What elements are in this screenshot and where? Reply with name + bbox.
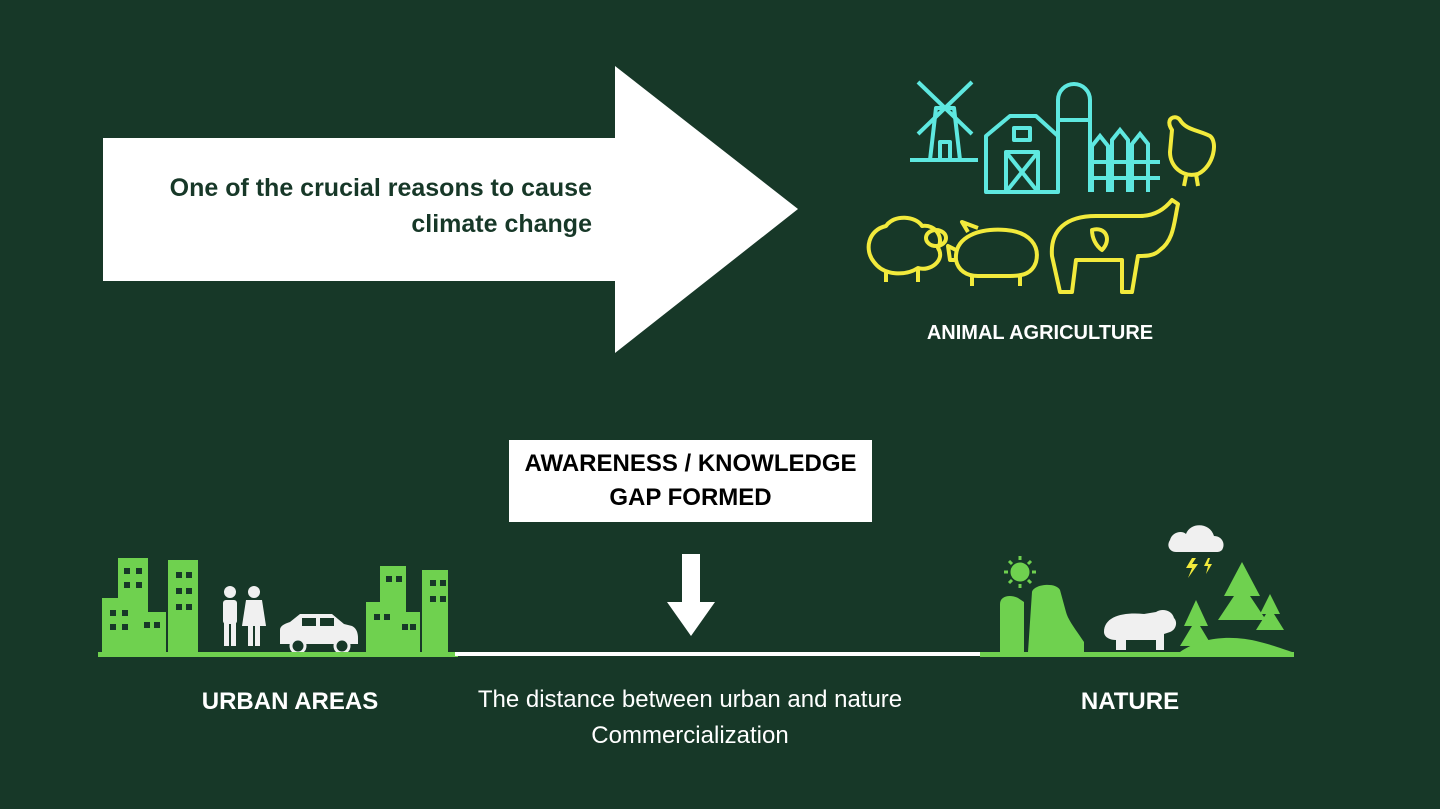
caption-line-2: Commercialization <box>591 722 789 749</box>
fence-icon <box>1090 126 1160 192</box>
buildings-right-icon <box>366 566 448 654</box>
distance-line <box>455 652 980 656</box>
hill-shape <box>1180 637 1292 652</box>
gap-box-line-2: GAP FORMED <box>609 484 772 511</box>
urban-skyline-illustration <box>98 558 458 657</box>
urban-areas-label: URBAN AREAS <box>201 688 379 715</box>
urban-ground <box>98 652 458 657</box>
silo-icon <box>1056 82 1092 192</box>
arrow-text-line-2: climate change <box>411 210 592 238</box>
arrow-text-line-1: One of the crucial reasons to cause <box>169 174 592 202</box>
rock-formation-icon <box>1000 584 1084 652</box>
trees-icon <box>1180 562 1284 646</box>
chicken-icon <box>1167 115 1216 187</box>
storm-cloud-icon <box>1168 525 1224 578</box>
people-icon <box>223 586 266 646</box>
animal-agriculture-illustration <box>866 80 1216 294</box>
down-arrow-icon <box>667 554 715 636</box>
nature-illustration <box>980 525 1294 657</box>
barn-icon <box>984 114 1060 194</box>
arrow-text: One of the crucial reasons to cause clim… <box>110 170 592 242</box>
buildings-left-icon <box>102 558 198 654</box>
sun-icon <box>1004 556 1036 588</box>
animal-agriculture-label: ANIMAL AGRICULTURE <box>926 322 1154 344</box>
gap-box-line-1: AWARENESS / KNOWLEDGE <box>524 450 857 477</box>
hippo-icon <box>1104 610 1177 650</box>
windmill-icon <box>910 80 978 162</box>
nature-ground <box>980 652 1294 657</box>
building-windows <box>110 568 446 630</box>
cow-icon <box>1049 198 1180 294</box>
distance-caption: The distance between urban and nature Co… <box>440 682 940 754</box>
pig-icon <box>946 220 1039 286</box>
car-icon <box>280 614 358 655</box>
knowledge-gap-box: AWARENESS / KNOWLEDGE GAP FORMED <box>509 440 872 522</box>
sheep-icon <box>866 215 948 282</box>
big-right-arrow <box>103 66 798 353</box>
nature-label: NATURE <box>1080 688 1180 715</box>
caption-line-1: The distance between urban and nature <box>477 686 903 713</box>
